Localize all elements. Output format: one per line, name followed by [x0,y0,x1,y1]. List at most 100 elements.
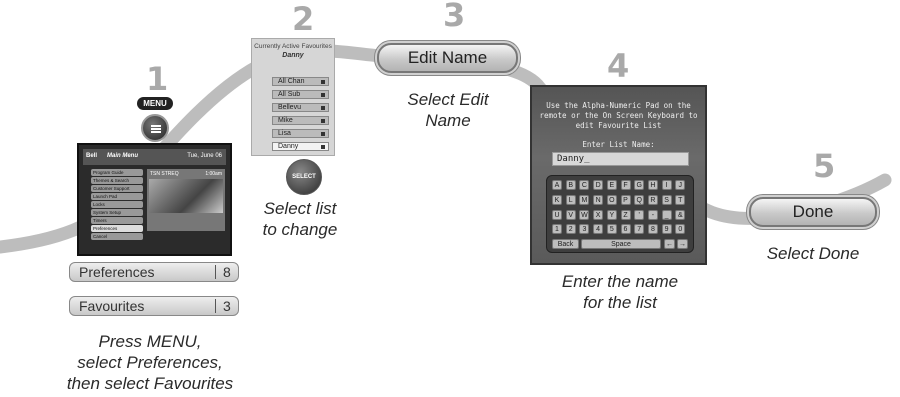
active-favourite: Danny [282,52,304,59]
keyboard-key[interactable]: 2 [565,224,576,235]
favourite-list-item[interactable]: Bellevu [272,103,329,112]
bell-logo: Bell [86,153,98,159]
main-menu-title: Main Menu [107,153,138,159]
keyboard-key[interactable]: L [565,194,576,205]
keyboard-key[interactable]: Z [620,209,631,220]
main-menu-item[interactable]: Themes & Search [91,177,143,184]
keyboard-key[interactable]: 8 [647,224,658,235]
main-menu-item[interactable]: Customer Support [91,185,143,192]
keyboard-key[interactable]: V [565,209,576,220]
main-menu-date: Tue, June 06 [187,153,222,159]
keyboard-key[interactable]: F [620,180,631,190]
step-4-caption-line: for the list [583,293,657,312]
keyboard-key[interactable]: C [579,180,590,190]
keyboard-key[interactable]: D [593,180,604,190]
keyboard-key[interactable]: 7 [634,224,645,235]
keyboard-key[interactable]: 9 [661,224,672,235]
favourite-list-label: Danny [278,143,299,150]
list-icon [321,132,325,136]
keyboard-key[interactable]: Y [606,209,617,220]
menu-label: MENU [137,97,173,110]
keyboard-key[interactable]: 3 [579,224,590,235]
done-button[interactable]: Done [749,197,877,227]
keyboard-key[interactable]: W [579,209,590,220]
main-menu-item[interactable]: System Setup [91,209,143,216]
keyboard-key[interactable]: N [593,194,604,205]
select-button[interactable]: SELECT [286,159,322,195]
step-2-caption: Select list to change [240,198,360,240]
favourites-option[interactable]: Favourites 3 [69,296,239,316]
favourite-list-item[interactable]: All Chan [272,77,329,86]
keyboard-key[interactable]: J [675,180,686,190]
preferences-option[interactable]: Preferences 8 [69,262,239,282]
edit-instructions: Use the Alpha-Numeric Pad on the remote … [539,101,698,130]
step-3-caption-line: Name [425,111,471,130]
favourite-list-item[interactable]: Mike [272,116,329,125]
main-menu-item[interactable]: Preferences [91,225,143,232]
keyboard-key[interactable]: R [647,194,658,205]
preview-channel: TSN STREQ [150,171,179,177]
keyboard-key[interactable]: 4 [593,224,604,235]
step-1-caption-line: Press MENU, [98,332,202,351]
favourite-list-item[interactable]: Lisa [272,129,329,138]
keyboard-key[interactable]: - [647,209,658,220]
keyboard-key[interactable]: P [620,194,631,205]
keyboard-key[interactable]: ' [634,209,645,220]
main-menu-item[interactable]: Program Guide [91,169,143,176]
edit-name-button[interactable]: Edit Name [377,43,518,73]
keyboard-key[interactable]: X [593,209,604,220]
keyboard-key[interactable]: U [552,209,562,220]
keyboard-key[interactable]: Q [634,194,645,205]
list-icon [321,119,325,123]
keyboard-key[interactable]: T [675,194,686,205]
step-2-caption-line: Select list [263,199,337,218]
edit-name-screen: Use the Alpha-Numeric Pad on the remote … [530,85,707,265]
space-key[interactable]: Space [581,239,661,249]
list-icon [321,145,325,149]
keyboard-key[interactable]: M [579,194,590,205]
main-menu-item[interactable]: Launch Pad [91,193,143,200]
main-menu-item[interactable]: Cancel [91,233,143,240]
step-number-5: 5 [813,147,836,185]
right-arrow-key[interactable]: → [677,239,688,249]
keyboard-key[interactable]: 0 [675,224,686,235]
left-arrow-key[interactable]: ← [664,239,675,249]
keyboard-key[interactable]: B [565,180,576,190]
main-menu-title-bar: Bell Main Menu Tue, June 06 [83,149,226,165]
keyboard-key[interactable]: H [647,180,658,190]
preferences-number: 8 [223,264,231,280]
keyboard-key[interactable]: 6 [620,224,631,235]
keyboard-key[interactable]: _ [661,209,672,220]
preview-time: 1:00am [205,171,222,177]
favourite-list-label: Lisa [278,130,291,137]
step-3-caption-line: Select Edit [407,90,489,109]
step-5-caption: Select Done [748,243,878,264]
step-5-caption-line: Select Done [766,244,860,263]
keyboard-key[interactable]: E [606,180,617,190]
keyboard-key[interactable]: I [661,180,672,190]
favourite-list-item[interactable]: Danny [272,142,329,151]
keyboard-key[interactable]: & [675,209,686,220]
main-menu-item[interactable]: Locks [91,201,143,208]
favourite-list-item[interactable]: All Sub [272,90,329,99]
keyboard-key[interactable]: G [634,180,645,190]
favourites-number: 3 [223,298,231,314]
favourites-label: Favourites [79,298,145,314]
keyboard-key[interactable]: 1 [552,224,562,235]
preview-image [149,179,223,213]
keyboard-key[interactable]: K [552,194,562,205]
keyboard-key[interactable]: 5 [606,224,617,235]
preferences-label: Preferences [79,264,155,280]
keyboard-key[interactable]: O [606,194,617,205]
favourite-list-label: Bellevu [278,104,301,111]
keyboard-key[interactable]: A [552,180,562,190]
list-name-field[interactable]: Danny_ [552,152,689,166]
favourite-list-label: All Sub [278,91,301,98]
keyboard-key[interactable]: S [661,194,672,205]
favourites-list-screen: Currently Active Favourites Danny All Ch… [251,38,335,156]
step-4-caption: Enter the name for the list [540,271,700,313]
back-key[interactable]: Back [552,239,579,249]
step-number-3: 3 [443,0,466,34]
main-menu-item[interactable]: Timers [91,217,143,224]
